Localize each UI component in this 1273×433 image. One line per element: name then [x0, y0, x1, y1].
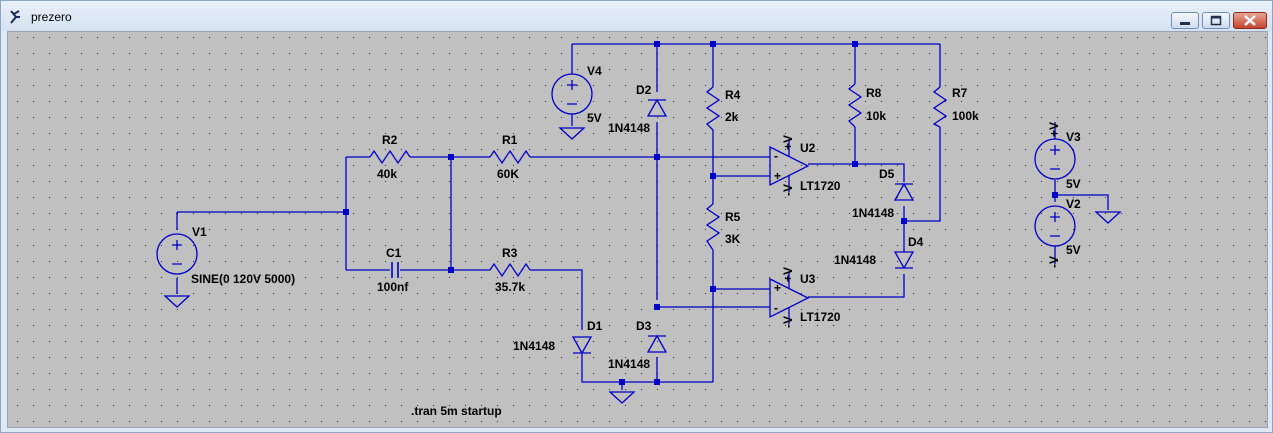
r5-name: R5 — [725, 210, 741, 224]
canvas-grid-dots — [8, 32, 1267, 427]
v2-name: V2 — [1066, 197, 1081, 211]
r3-name: R3 — [502, 246, 518, 260]
d2-value: 1N4148 — [608, 121, 650, 135]
v3-name: V3 — [1066, 130, 1081, 144]
r1-value: 60K — [497, 167, 519, 181]
opamp-pin-labels: - + + - +V -V +V -V +V -V — [774, 122, 1061, 328]
r1-name: R1 — [502, 133, 518, 147]
wires[interactable] — [176, 43, 1109, 390]
u3-neg-supply: -V — [781, 316, 795, 328]
d5-value: 1N4148 — [852, 206, 894, 220]
d1-name: D1 — [587, 319, 603, 333]
ltspice-cursor-icon — [10, 10, 20, 24]
schematic-canvas[interactable]: - + + - +V -V +V -V +V -V V1 SINE(0 120V… — [7, 31, 1268, 428]
d4-name: D4 — [908, 235, 924, 249]
r8-name: R8 — [866, 86, 882, 100]
v1-value: SINE(0 120V 5000) — [191, 272, 295, 286]
v3-value: 5V — [1066, 177, 1081, 191]
r4-name: R4 — [725, 88, 741, 102]
v4-value: 5V — [587, 111, 602, 125]
r3-value: 35.7k — [495, 280, 525, 294]
schematic-drawing[interactable]: - + + - +V -V +V -V +V -V V1 SINE(0 120V… — [8, 32, 1267, 427]
c1-name: C1 — [386, 246, 402, 260]
u2-plus-pin: + — [774, 169, 781, 183]
u2-minus-pin: - — [774, 149, 778, 163]
r5-value: 3K — [725, 232, 741, 246]
spice-directive[interactable]: .tran 5m startup — [411, 404, 502, 418]
r7-name: R7 — [952, 86, 968, 100]
close-button[interactable] — [1233, 12, 1267, 29]
opamp-symbols — [769, 139, 810, 324]
u2-neg-supply: -V — [781, 184, 795, 196]
component-labels: V1 SINE(0 120V 5000) V4 5V V3 5V V2 5V R… — [191, 64, 1081, 371]
capacitor-symbol — [391, 262, 399, 278]
maximize-icon — [1210, 15, 1222, 26]
v3-pos-label: +V — [1047, 122, 1061, 137]
v1-name: V1 — [192, 225, 207, 239]
u3-name: U3 — [800, 272, 816, 286]
d3-value: 1N4148 — [608, 357, 650, 371]
r7-value: 100k — [952, 109, 979, 123]
u3-value: LT1720 — [800, 310, 841, 324]
r2-value: 40k — [377, 167, 397, 181]
ground-symbols — [163, 127, 1122, 404]
r4-value: 2k — [725, 110, 739, 124]
d3-name: D3 — [636, 319, 652, 333]
u3-minus-pin: - — [774, 301, 778, 315]
minimize-button[interactable] — [1171, 12, 1199, 29]
d5-name: D5 — [879, 167, 895, 181]
u2-name: U2 — [800, 141, 816, 155]
u2-value: LT1720 — [800, 179, 841, 193]
v2-neg-label: -V — [1047, 256, 1061, 268]
d1-value: 1N4148 — [513, 339, 555, 353]
window-title: prezero — [31, 10, 72, 24]
u3-pos-supply: +V — [781, 267, 795, 282]
maximize-button[interactable] — [1202, 12, 1230, 29]
diode-symbols — [571, 98, 915, 355]
title-bar[interactable]: prezero — [1, 1, 1272, 31]
u2-pos-supply: +V — [781, 135, 795, 150]
c1-value: 100nf — [377, 280, 409, 294]
u3-plus-pin: + — [774, 281, 781, 295]
v2-value: 5V — [1066, 243, 1081, 257]
d2-name: D2 — [636, 83, 652, 97]
r8-value: 10k — [866, 109, 886, 123]
r2-name: R2 — [382, 133, 398, 147]
junctions — [343, 41, 1058, 385]
resistor-symbols — [369, 83, 948, 278]
v4-name: V4 — [587, 64, 602, 78]
close-icon — [1244, 15, 1256, 26]
minimize-icon — [1180, 22, 1190, 25]
d4-value: 1N4148 — [834, 253, 876, 267]
voltage-source-symbols — [156, 73, 1076, 275]
